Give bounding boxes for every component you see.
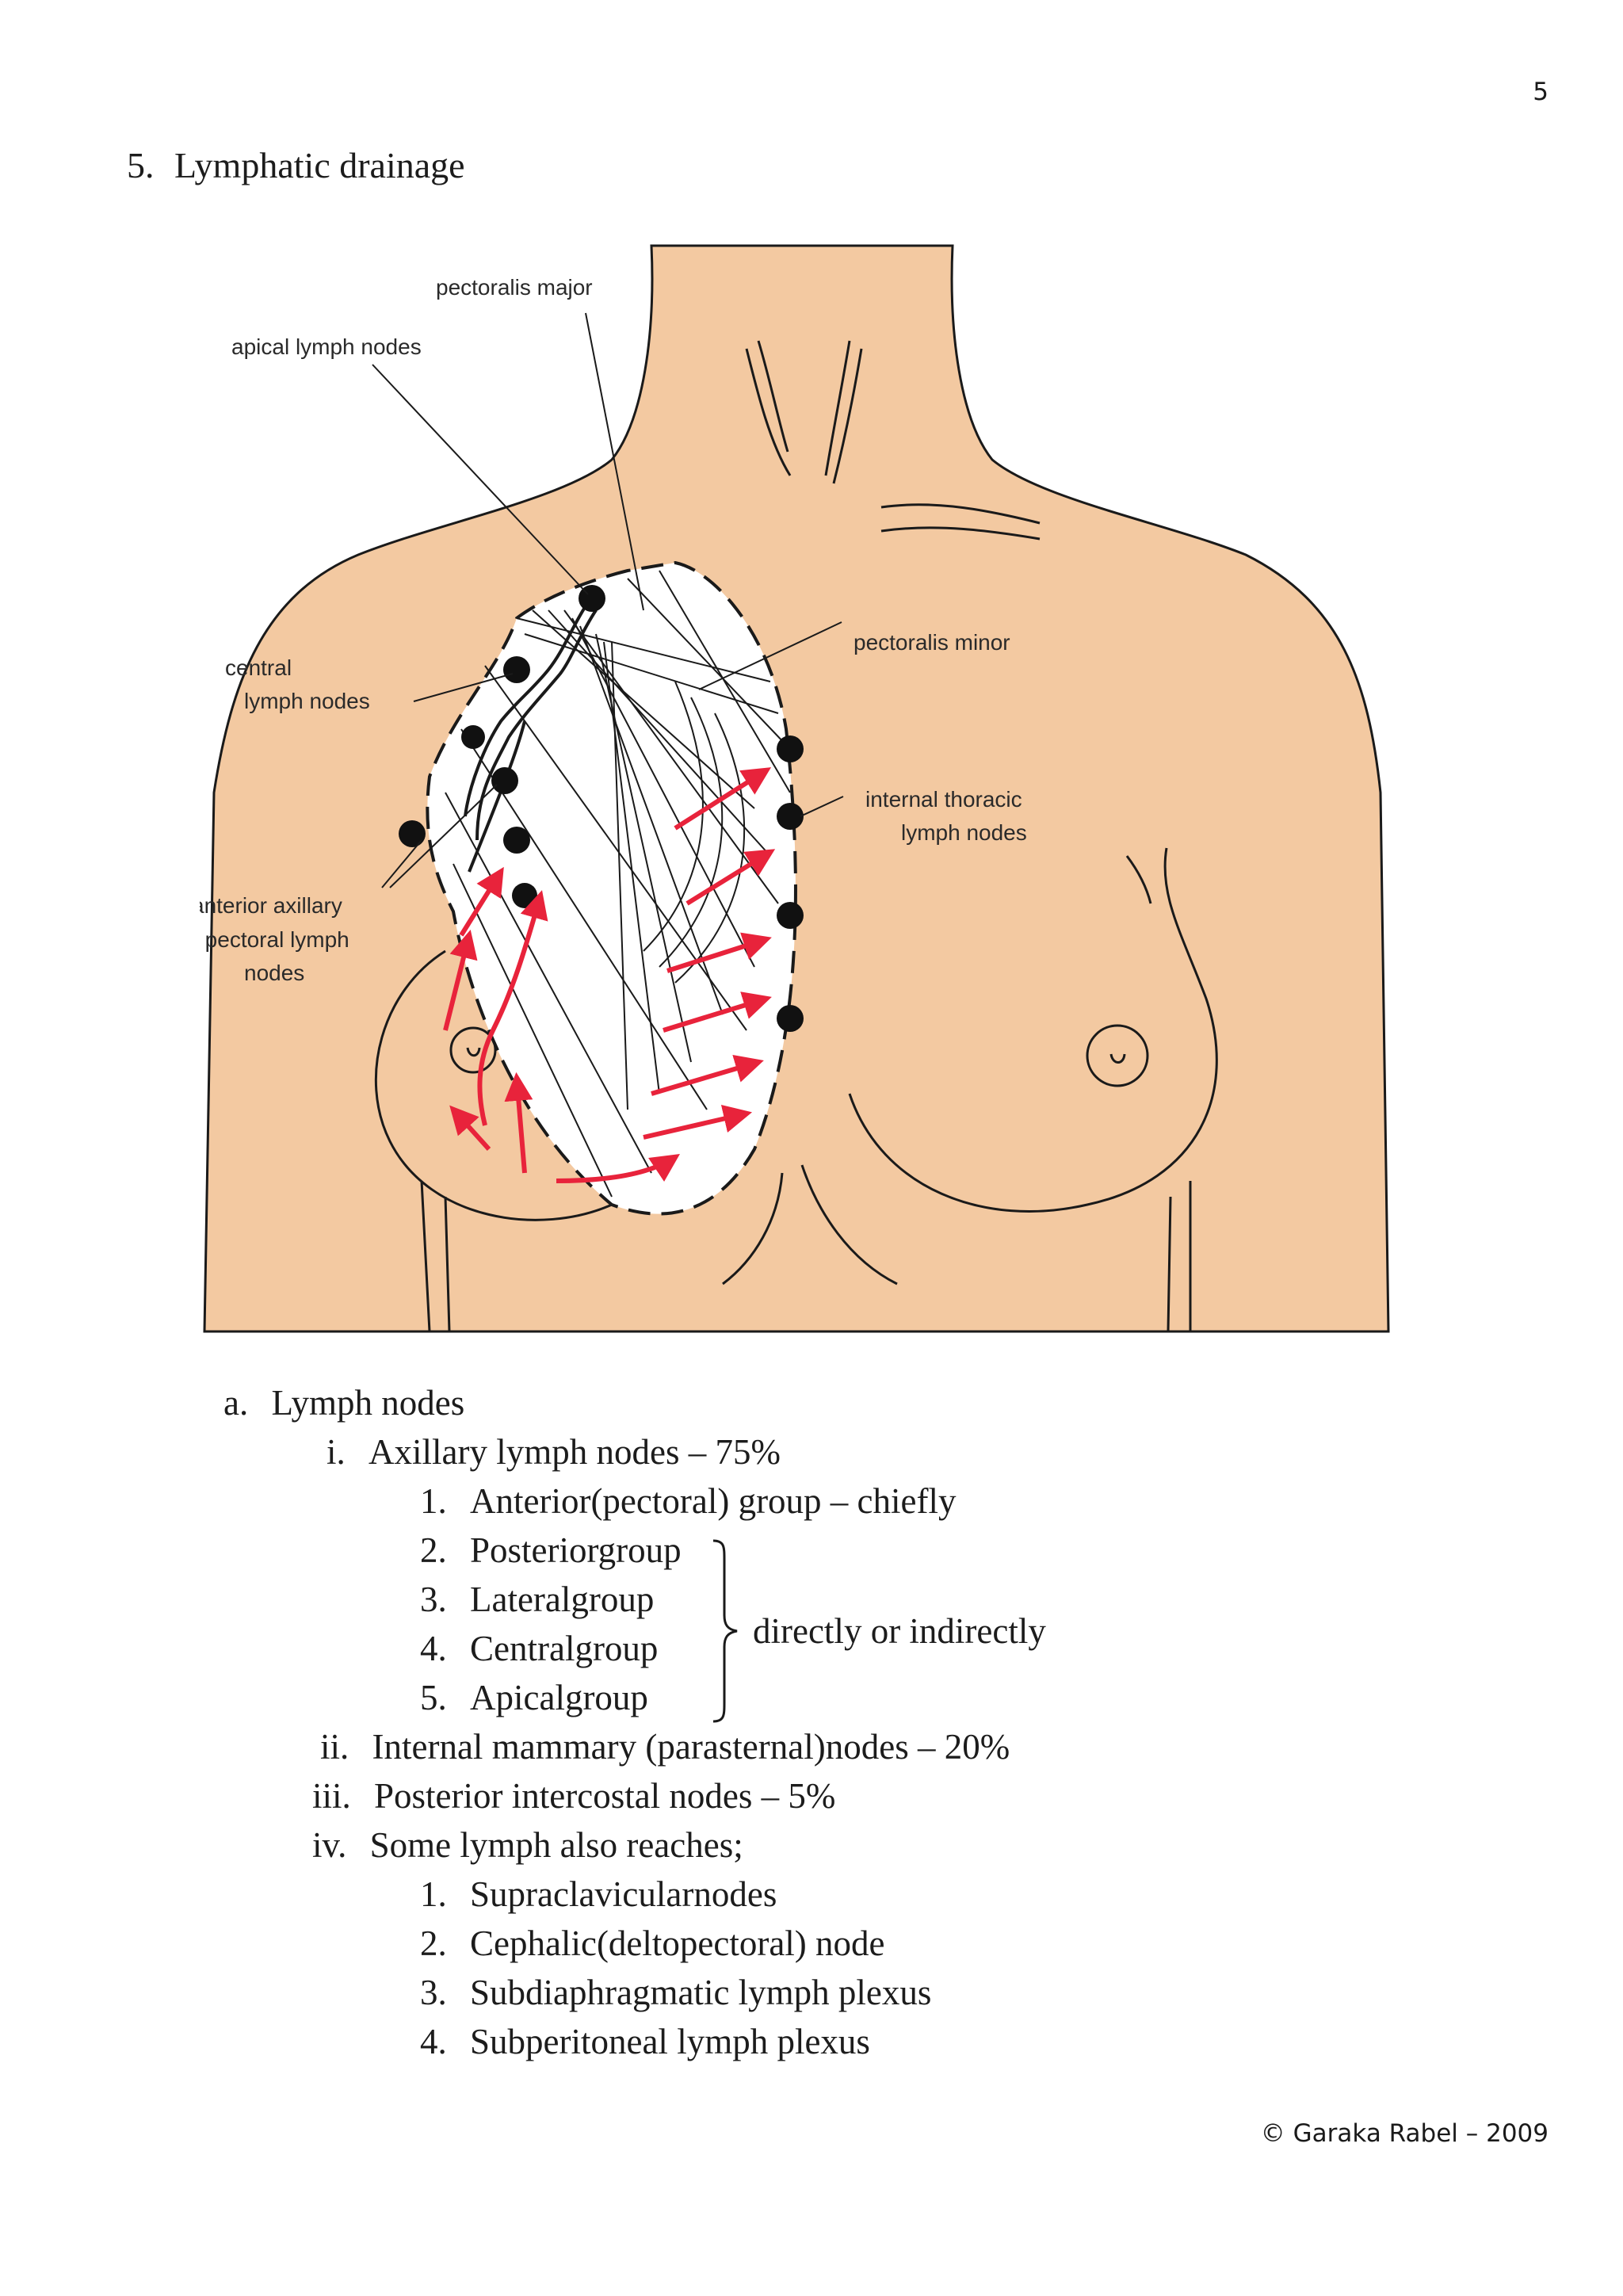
central-node-2: [461, 725, 485, 749]
outline-item-i: i. Axillary lymph nodes – 75%: [327, 1435, 781, 1470]
marker-i-2: 2.: [420, 1530, 447, 1570]
outline-item-i-1: 1. Anterior(pectoral) group – chiefly: [420, 1484, 957, 1519]
right-brace: [712, 1539, 738, 1723]
item-iv-3-text: Subdiaphragmatic lymph plexus: [470, 1973, 932, 2012]
central-node: [503, 656, 530, 683]
pectoral-node-2: [503, 827, 530, 854]
internal-thoracic-node-2: [777, 803, 804, 830]
anatomy-illustration: pectoralis major apical lymph nodes cent…: [200, 244, 1390, 1333]
page-number: 5: [1533, 78, 1549, 106]
label-anterior-axillary-3: nodes: [244, 961, 304, 985]
internal-thoracic-node-1: [777, 735, 804, 762]
torso-silhouette: [203, 244, 1390, 1333]
marker-i-3: 3.: [420, 1580, 447, 1619]
marker-i-1: 1.: [420, 1481, 447, 1521]
outline-item-iv-4: 4. Subperitoneal lymph plexus: [420, 2024, 870, 2060]
marker-i: i.: [327, 1432, 346, 1472]
item-a-text: Lymph nodes: [271, 1383, 465, 1423]
outline-item-i-3: 3. Lateralgroup: [420, 1582, 654, 1618]
item-i-1-text: Anterior(pectoral) group – chiefly: [470, 1481, 957, 1521]
item-i-5-text: Apicalgroup: [470, 1678, 648, 1717]
section-heading: 5. Lymphatic drainage: [127, 144, 465, 186]
lymphatic-drainage-figure: pectoralis major apical lymph nodes cent…: [200, 238, 1396, 1339]
marker-i-5: 5.: [420, 1678, 447, 1717]
item-iv-4-text: Subperitoneal lymph plexus: [470, 2022, 870, 2061]
label-anterior-axillary-1: anterior axillary: [200, 893, 342, 918]
marker-iv-4: 4.: [420, 2022, 447, 2061]
outline-item-ii: ii. Internal mammary (parasternal)nodes …: [320, 1729, 1010, 1765]
left-breast-side: [420, 1180, 451, 1332]
pectoral-node-3: [399, 820, 426, 847]
marker-iv-2: 2.: [420, 1924, 447, 1963]
item-i-text: Axillary lymph nodes – 75%: [369, 1432, 781, 1472]
right-breast-outline: [848, 847, 1218, 1213]
marker-iv-1: 1.: [420, 1874, 447, 1914]
marker-iv: iv.: [312, 1825, 347, 1865]
item-iv-1-text: Supraclavicularnodes: [470, 1874, 777, 1914]
outline-item-iv-3: 3. Subdiaphragmatic lymph plexus: [420, 1975, 931, 2011]
pectoral-node: [491, 767, 518, 794]
internal-thoracic-node-3: [777, 902, 804, 929]
brace-note: directly or indirectly: [753, 1611, 1046, 1651]
item-i-2-text: Posteriorgroup: [470, 1530, 682, 1570]
section-number: 5.: [127, 145, 155, 185]
marker-i-4: 4.: [420, 1629, 447, 1668]
item-iv-text: Some lymph also reaches;: [369, 1825, 743, 1865]
label-pectoralis-major: pectoralis major: [436, 275, 593, 300]
label-anterior-axillary-2: or pectoral lymph: [200, 927, 349, 952]
left-nipple: [449, 1026, 497, 1074]
item-ii-text: Internal mammary (parasternal)nodes – 20…: [372, 1727, 1010, 1767]
item-i-3-text: Lateralgroup: [470, 1580, 655, 1619]
outline-item-iv-2: 2. Cephalic(deltopectoral) node: [420, 1926, 885, 1962]
neck-lines: [745, 340, 1041, 541]
muscle-fibres: [445, 570, 791, 1198]
leader-lines: [372, 312, 844, 888]
marker-a: a.: [223, 1383, 249, 1423]
item-iii-text: Posterior intercostal nodes – 5%: [374, 1776, 836, 1816]
drainage-arrows: [443, 767, 776, 1183]
item-iv-2-text: Cephalic(deltopectoral) node: [470, 1924, 885, 1963]
outline-item-i-2: 2. Posteriorgroup: [420, 1533, 682, 1568]
marker-ii: ii.: [320, 1727, 349, 1767]
outline-item-iv-1: 1. Supraclavicularnodes: [420, 1877, 777, 1912]
outline-item-i-4: 4. Centralgroup: [420, 1631, 658, 1667]
marker-iv-3: 3.: [420, 1973, 447, 2012]
marker-iii: iii.: [312, 1776, 351, 1816]
internal-thoracic-node-4: [777, 1005, 804, 1032]
right-nipple: [1086, 1024, 1149, 1087]
label-internal-thoracic-1: internal thoracic: [865, 787, 1022, 812]
copyright-footer: © Garaka Rabel – 2009: [1260, 2119, 1549, 2148]
label-apical-lymph-nodes: apical lymph nodes: [231, 334, 422, 359]
label-central-1: central: [225, 655, 292, 680]
outline-item-a: a. Lymph nodes: [223, 1385, 464, 1421]
outline-item-i-5: 5. Apicalgroup: [420, 1680, 648, 1716]
label-central-2: lymph nodes: [244, 689, 370, 713]
label-pectoralis-minor: pectoralis minor: [854, 630, 1010, 655]
section-title: Lymphatic drainage: [174, 145, 465, 185]
outline-item-iii: iii. Posterior intercostal nodes – 5%: [312, 1778, 835, 1814]
label-internal-thoracic-2: lymph nodes: [901, 820, 1027, 845]
item-i-4-text: Centralgroup: [470, 1629, 659, 1668]
outline-item-iv: iv. Some lymph also reaches;: [312, 1828, 743, 1863]
pectoral-node-4: [512, 883, 537, 908]
